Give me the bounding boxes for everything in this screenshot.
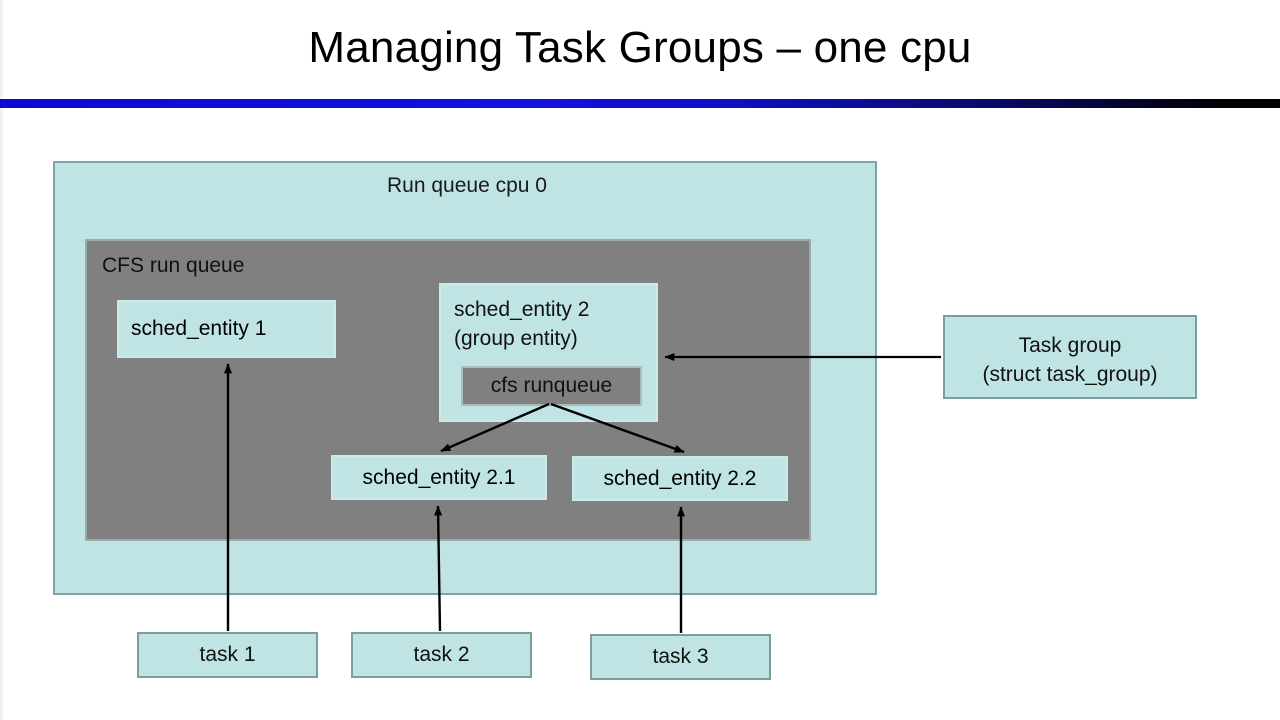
task-group-box: Task group (struct task_group) (943, 315, 1197, 399)
sched-entity-2-box: sched_entity 2 (group entity) cfs runque… (439, 283, 658, 422)
task-group-label: Task group (struct task_group) (982, 334, 1158, 386)
title-divider (0, 99, 1280, 108)
sched-entity-1-box: sched_entity 1 (117, 300, 336, 358)
cfs-run-queue-label: CFS run queue (102, 254, 245, 277)
cfs-runqueue-inner-box: cfs runqueue (461, 366, 642, 406)
slide-left-edge (0, 0, 3, 720)
sched-entity-2-label: sched_entity 2 (group entity) (454, 298, 590, 350)
sched-entity-2-2-box: sched_entity 2.2 (572, 456, 788, 501)
run-queue-label: Run queue cpu 0 (387, 174, 547, 197)
task-2-box: task 2 (351, 632, 532, 678)
page-title: Managing Task Groups – one cpu (308, 23, 972, 72)
task-3-box: task 3 (590, 634, 771, 680)
sched-entity-2-1-box: sched_entity 2.1 (331, 455, 547, 500)
task-1-box: task 1 (137, 632, 318, 678)
